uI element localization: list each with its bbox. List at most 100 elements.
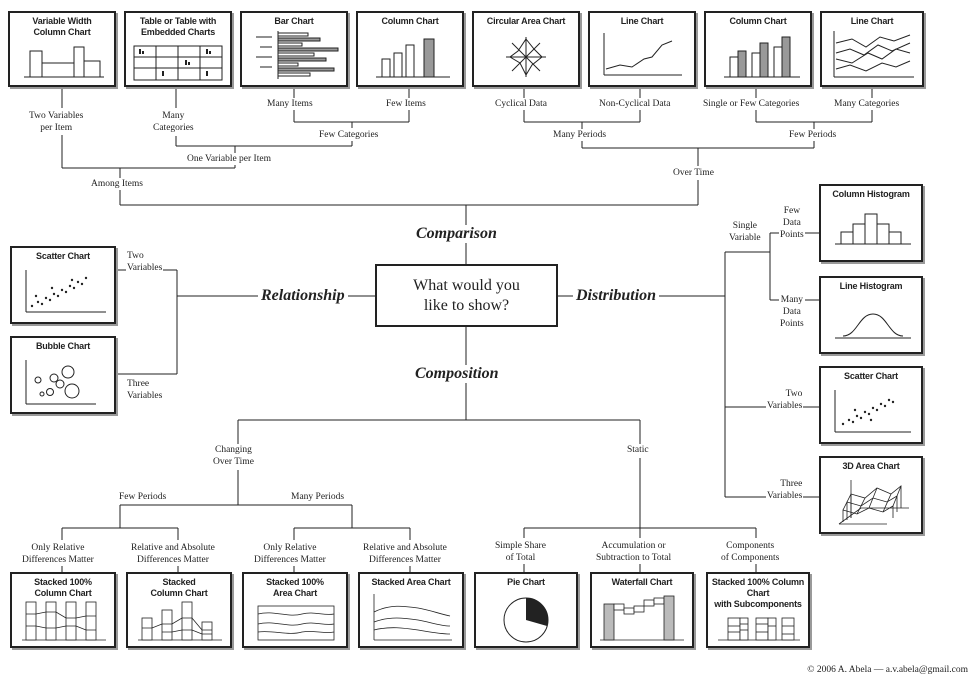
chart-title: Stacked Area Chart bbox=[371, 577, 451, 587]
line-chart-icon bbox=[603, 33, 682, 76]
stacked-area-chart-box: Stacked Area Chart bbox=[358, 572, 464, 648]
label-relative-absolute-1: Relative and Absolute Differences Matter bbox=[130, 542, 216, 566]
multi-line-chart-icon bbox=[833, 31, 914, 78]
column-histogram-icon bbox=[835, 213, 911, 245]
label-many-items: Many Items bbox=[266, 98, 314, 110]
label-many-data-points: Many Data Points bbox=[779, 294, 805, 330]
stacked-100-subcomponents-icon bbox=[718, 617, 800, 641]
label-single-variable: Single Variable bbox=[728, 220, 762, 244]
pie-chart-icon bbox=[503, 597, 549, 643]
label-few-items: Few Items bbox=[385, 98, 427, 110]
label-few-periods-bottom: Few Periods bbox=[118, 491, 168, 503]
category-composition: Composition bbox=[412, 365, 502, 383]
label-many-categories-2: Many Categories bbox=[833, 98, 901, 110]
chart-title: Stacked 100% Column Chart with Subcompon… bbox=[711, 577, 805, 609]
column-chart-box-1: Column Chart bbox=[356, 11, 464, 87]
label-one-variable-per-item: One Variable per Item bbox=[186, 153, 272, 165]
chart-title: Pie Chart bbox=[507, 577, 545, 587]
label-changing-over-time: Changing Over Time bbox=[212, 444, 255, 468]
label-two-variables-distribution: Two Variables bbox=[766, 388, 804, 412]
scatter-chart-distribution-box: Scatter Chart bbox=[819, 366, 923, 444]
label-two-variables-relationship: Two Variables bbox=[126, 250, 164, 274]
label-two-variables-per-item: Two Variables per Item bbox=[28, 110, 85, 134]
chart-title: Column Chart bbox=[381, 16, 439, 26]
center-question: What would you like to show? bbox=[413, 276, 520, 314]
variable-width-column-icon bbox=[24, 46, 104, 78]
waterfall-chart-box: Waterfall Chart bbox=[590, 572, 694, 648]
label-many-categories: Many Categories bbox=[152, 110, 195, 134]
scatter-chart-icon bbox=[834, 390, 911, 433]
chart-title: Stacked 100% Area Chart bbox=[266, 577, 324, 598]
credit-line: © 2006 A. Abela — a.v.abela@gmail.com bbox=[807, 665, 968, 675]
category-comparison: Comparison bbox=[413, 225, 500, 243]
chart-title: Line Chart bbox=[850, 16, 894, 26]
scatter-chart-relationship-box: Scatter Chart bbox=[10, 246, 116, 324]
label-few-categories: Few Categories bbox=[318, 129, 380, 141]
table-grid-icon bbox=[133, 45, 223, 81]
chart-title: Stacked 100% Column Chart bbox=[34, 577, 92, 598]
label-only-relative-1: Only Relative Differences Matter bbox=[21, 542, 95, 566]
label-many-periods: Many Periods bbox=[552, 129, 608, 141]
variable-width-column-chart-box: Variable Width Column Chart bbox=[8, 11, 116, 87]
label-non-cyclical-data: Non-Cyclical Data bbox=[598, 98, 672, 110]
category-relationship: Relationship bbox=[258, 287, 348, 305]
label-components: Components of Components bbox=[720, 540, 781, 564]
table-embedded-charts-box: Table or Table with Embedded Charts bbox=[124, 11, 232, 87]
label-among-items: Among Items bbox=[90, 178, 144, 190]
label-three-variables-distribution: Three Variables bbox=[766, 478, 804, 502]
label-few-data-points: Few Data Points bbox=[779, 205, 805, 241]
stacked-column-icon bbox=[138, 601, 222, 641]
label-over-time: Over Time bbox=[672, 167, 715, 179]
label-relative-absolute-2: Relative and Absolute Differences Matter bbox=[362, 542, 448, 566]
chart-title: Bubble Chart bbox=[35, 341, 91, 351]
label-only-relative-2: Only Relative Differences Matter bbox=[253, 542, 327, 566]
chart-title: Variable Width Column Chart bbox=[32, 16, 92, 37]
label-three-variables-relationship: Three Variables bbox=[126, 378, 164, 402]
bar-chart-box: Bar Chart bbox=[240, 11, 348, 87]
bar-chart-icon bbox=[256, 31, 339, 79]
label-accumulation: Accumulation or Subtraction to Total bbox=[595, 540, 673, 564]
center-question-box: What would you like to show? bbox=[375, 264, 558, 327]
line-histogram-icon bbox=[835, 313, 911, 339]
circular-area-icon bbox=[506, 37, 546, 77]
stacked-100-column-subcomponents-box: Stacked 100% Column Chart with Subcompon… bbox=[706, 572, 810, 648]
stacked-100-column-chart-box: Stacked 100% Column Chart bbox=[10, 572, 116, 648]
category-distribution: Distribution bbox=[573, 287, 660, 305]
column-chart-icon bbox=[724, 36, 800, 78]
stacked-100-area-icon bbox=[257, 605, 335, 641]
waterfall-chart-icon bbox=[600, 595, 684, 641]
pie-chart-box: Pie Chart bbox=[474, 572, 578, 648]
chart-title: 3D Area Chart bbox=[842, 461, 900, 471]
line-chart-box-1: Line Chart bbox=[588, 11, 696, 87]
stacked-area-icon bbox=[373, 594, 452, 641]
circular-area-chart-box: Circular Area Chart bbox=[472, 11, 580, 87]
chart-title: Line Histogram bbox=[839, 281, 903, 291]
chart-title: Waterfall Chart bbox=[611, 577, 673, 587]
chart-title: Stacked Column Chart bbox=[150, 577, 208, 598]
bubble-chart-box: Bubble Chart bbox=[10, 336, 116, 414]
chart-title: Line Chart bbox=[620, 16, 664, 26]
3d-area-chart-box: 3D Area Chart bbox=[819, 456, 923, 534]
bubble-chart-icon bbox=[25, 360, 96, 405]
label-simple-share: Simple Share of Total bbox=[494, 540, 547, 564]
column-chart-box-2: Column Chart bbox=[704, 11, 812, 87]
column-histogram-box: Column Histogram bbox=[819, 184, 923, 262]
stacked-column-chart-box: Stacked Column Chart bbox=[126, 572, 232, 648]
chart-title: Scatter Chart bbox=[844, 371, 898, 381]
chart-title: Column Histogram bbox=[832, 189, 910, 199]
label-cyclical-data: Cyclical Data bbox=[494, 98, 548, 110]
chart-title: Bar Chart bbox=[274, 16, 314, 26]
line-chart-box-2: Line Chart bbox=[820, 11, 924, 87]
label-static: Static bbox=[626, 444, 650, 456]
chart-title: Table or Table with Embedded Charts bbox=[139, 16, 217, 37]
scatter-chart-icon bbox=[25, 270, 106, 313]
chart-title: Column Chart bbox=[729, 16, 787, 26]
stacked-100-area-chart-box: Stacked 100% Area Chart bbox=[242, 572, 348, 648]
label-many-periods-bottom: Many Periods bbox=[290, 491, 346, 503]
3d-area-icon bbox=[838, 480, 909, 525]
chart-title: Scatter Chart bbox=[36, 251, 90, 261]
column-chart-icon bbox=[376, 38, 450, 78]
label-single-or-few-categories: Single or Few Categories bbox=[702, 98, 801, 110]
chart-title: Circular Area Chart bbox=[486, 16, 566, 26]
line-histogram-box: Line Histogram bbox=[819, 276, 923, 354]
